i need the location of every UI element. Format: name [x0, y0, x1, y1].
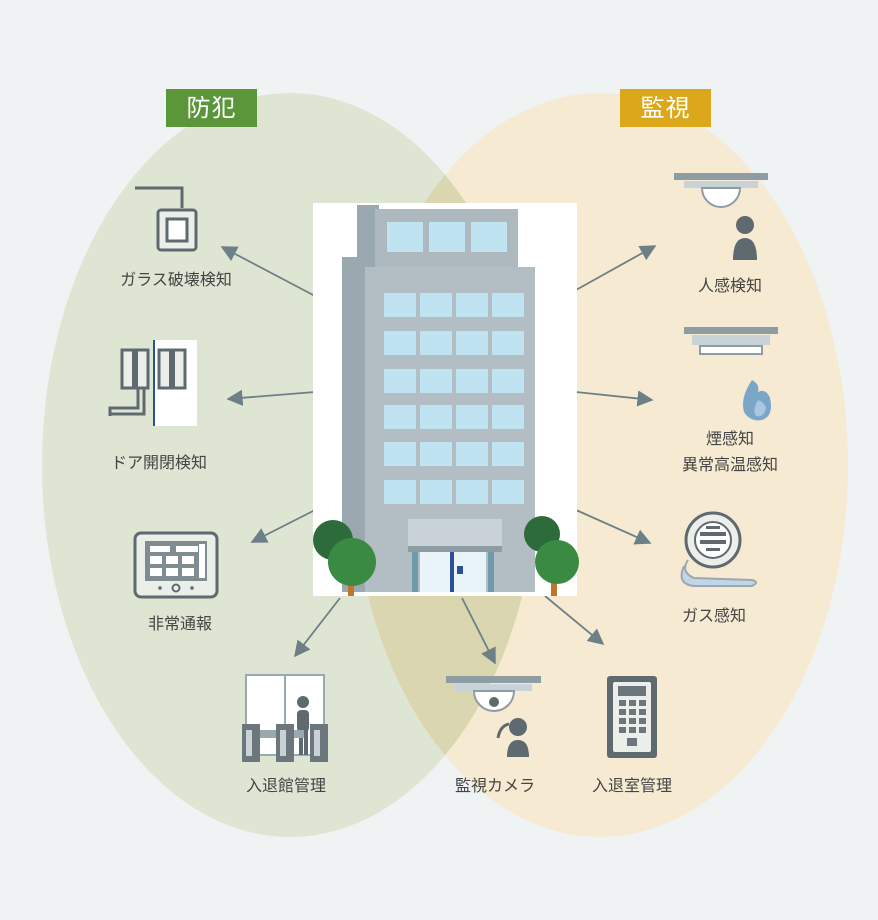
arrow-room-access [544, 595, 605, 646]
gas-label: ガス感知 [681, 606, 746, 625]
security-gate-icon [242, 674, 328, 762]
arrow-glass-break [220, 246, 316, 297]
arrow-gas [575, 509, 652, 545]
smoke-detector-icon [684, 327, 778, 421]
arrow-door-open [226, 389, 316, 406]
keypad-reader-icon [607, 676, 657, 758]
smoke-label-line2: 異常高温感知 [681, 455, 778, 474]
human-label: 人感検知 [697, 276, 762, 295]
smoke-label-line1: 煙感知 [705, 429, 754, 448]
arrow-camera [461, 597, 496, 665]
arrows [220, 245, 657, 665]
office-building-icon [313, 203, 579, 596]
door-open-label: ドア開閉検知 [110, 453, 207, 472]
gas-detector-icon [680, 511, 757, 587]
motion-sensor-icon [674, 173, 768, 260]
arrow-human [575, 245, 657, 291]
security-category-badge: 防犯 [166, 89, 257, 127]
room-access-label: 入退室管理 [591, 776, 672, 795]
arrow-smoke [575, 390, 654, 407]
smoke-label: 煙感知 異常高温感知 [662, 426, 798, 478]
emergency-panel-icon [133, 531, 219, 599]
glass-break-label: ガラス破壊検知 [120, 270, 232, 289]
arrow-building-access [294, 597, 341, 658]
arrow-emergency [250, 509, 316, 543]
building-access-label: 入退館管理 [245, 776, 326, 795]
emergency-label: 非常通報 [147, 614, 212, 633]
door-contact-sensor-icon [108, 340, 197, 426]
glass-break-sensor-icon [135, 186, 198, 252]
camera-label: 監視カメラ [454, 776, 535, 795]
monitoring-category-badge: 監視 [620, 89, 711, 127]
dome-camera-icon [446, 676, 541, 757]
